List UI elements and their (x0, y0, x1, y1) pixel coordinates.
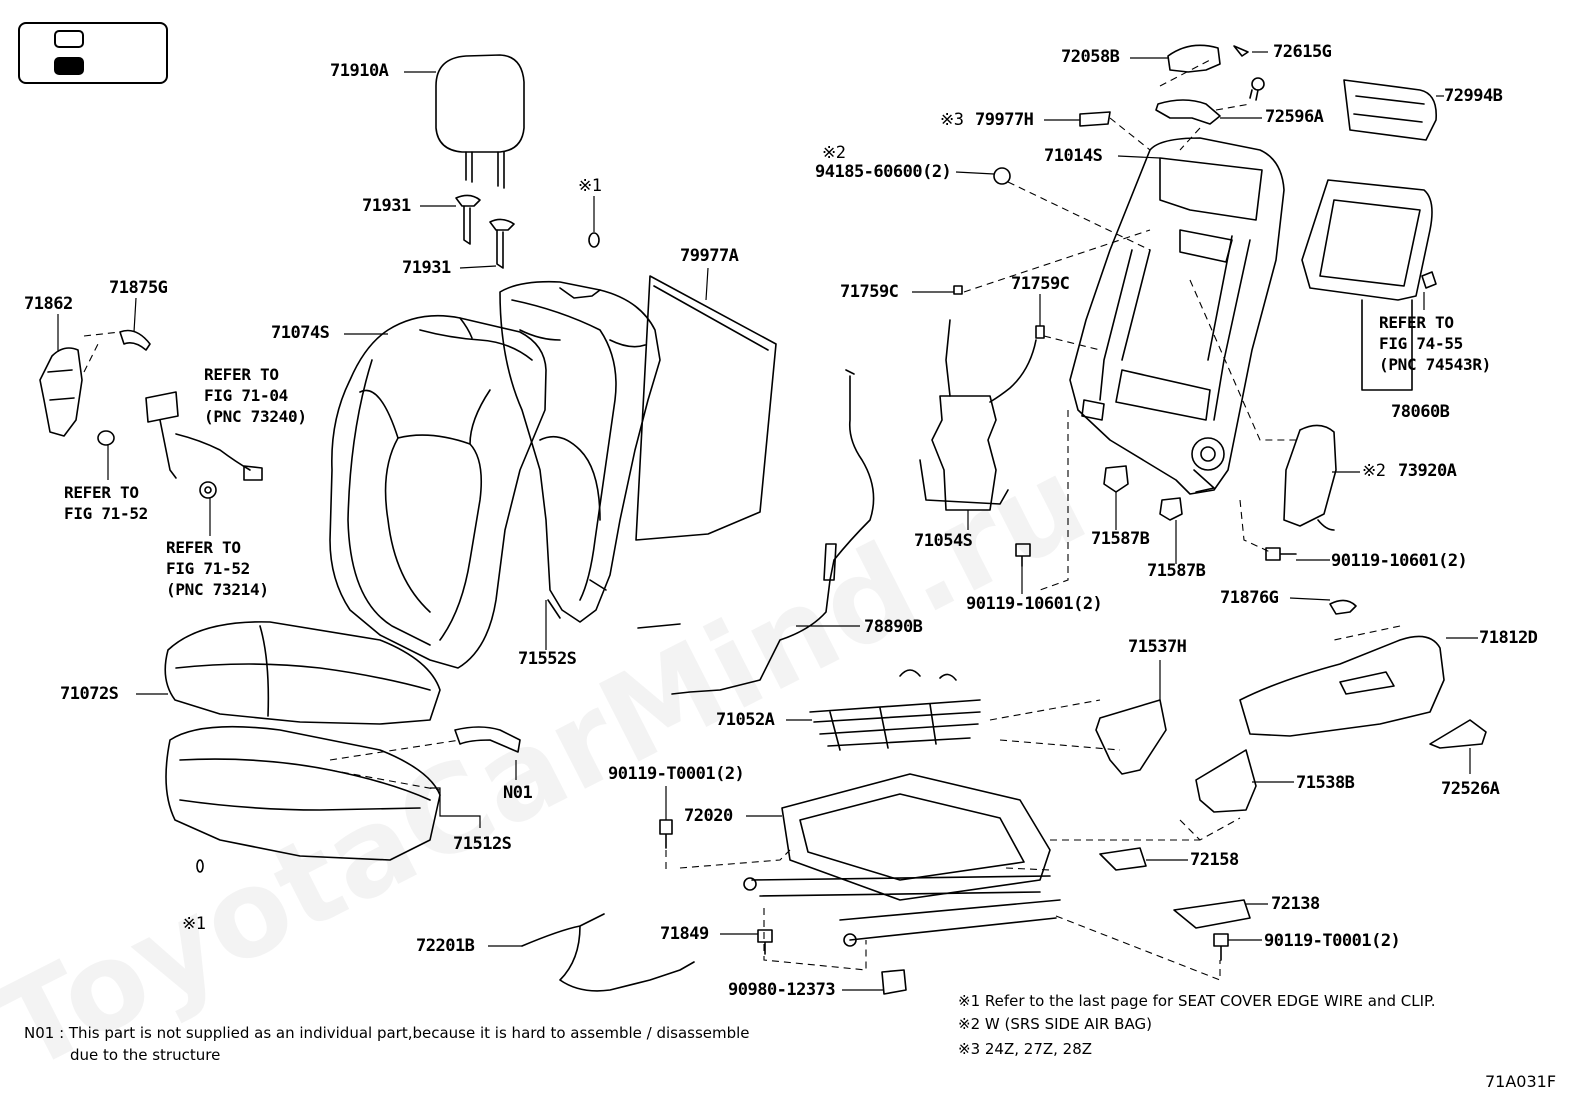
inner-cover-drawing (1095, 699, 1257, 929)
refer-fig-74-55[interactable]: REFER TO FIG 74-55 (PNC 74543R) (1379, 313, 1491, 374)
part-label-72138[interactable]: 72138 (1271, 894, 1320, 914)
seat-track-frame-drawing (743, 773, 1061, 947)
part-label-90119-10601-left[interactable]: 90119-10601(2) (966, 594, 1103, 614)
part-label-71910A[interactable]: 71910A (330, 61, 389, 81)
part-label-90119-10601-right[interactable]: 90119-10601(2) (1331, 551, 1468, 571)
legend-box (18, 22, 168, 84)
refer-fig-71-52-b[interactable]: REFER TO FIG 71-52 (PNC 73214) (166, 538, 269, 599)
part-label-72596A[interactable]: 72596A (1265, 107, 1324, 127)
part-label-71054S[interactable]: 71054S (914, 531, 973, 551)
alignment-dashes (83, 59, 1401, 981)
part-label-90119-T0001-right[interactable]: 90119-T0001(2) (1264, 931, 1401, 951)
lumbar-support-drawing (919, 285, 1045, 511)
part-label-71014S[interactable]: 71014S (1044, 146, 1103, 166)
footnote-line-2: due to the structure (70, 1046, 221, 1064)
part-label-94185-60600[interactable]: 94185-60600(2) (815, 162, 952, 182)
backboard-pad-drawing (635, 275, 777, 541)
note-2: ※2 W (SRS SIDE AIR BAG) (958, 1015, 1152, 1033)
part-label-71849[interactable]: 71849 (660, 924, 709, 944)
part-label-78060B[interactable]: 78060B (1391, 402, 1450, 422)
legend-swatch-black (54, 57, 84, 75)
mark-note1-top: ※1 (578, 176, 602, 196)
seat-springs-drawing (809, 669, 981, 751)
seatback-cover-drawing (329, 314, 547, 669)
release-cable-drawing (637, 369, 875, 695)
clip-drawing (1103, 465, 1183, 521)
part-label-79977A[interactable]: 79977A (680, 246, 739, 266)
part-label-71876G[interactable]: 71876G (1220, 588, 1279, 608)
part-label-71875G[interactable]: 71875G (109, 278, 168, 298)
note-1: ※1 Refer to the last page for SEAT COVER… (958, 992, 1436, 1010)
mark-note3: ※3 (940, 110, 964, 130)
note-3: ※3 24Z, 27Z, 28Z (958, 1040, 1093, 1058)
part-label-71587B-upper[interactable]: 71587B (1091, 529, 1150, 549)
part-label-N01[interactable]: N01 (503, 783, 533, 803)
part-label-71512S[interactable]: 71512S (453, 834, 512, 854)
part-label-71537H[interactable]: 71537H (1128, 637, 1187, 657)
part-label-71072S[interactable]: 71072S (60, 684, 119, 704)
seatback-frame-drawing (1069, 137, 1285, 495)
side-airbag-drawing (1283, 424, 1337, 531)
headrest-drawing (435, 54, 600, 269)
bolt-drawing (659, 543, 1297, 995)
side-cover-drawing (39, 329, 263, 499)
mark-note2-top: ※2 (822, 143, 846, 163)
legend-swatch-white (54, 30, 84, 48)
part-label-71931-lower[interactable]: 71931 (402, 258, 451, 278)
part-label-73920A[interactable]: 73920A (1398, 461, 1457, 481)
part-label-71052A[interactable]: 71052A (716, 710, 775, 730)
top-bracket-drawing (993, 44, 1265, 185)
part-label-71759C-left[interactable]: 71759C (840, 282, 899, 302)
part-label-71074S[interactable]: 71074S (271, 323, 330, 343)
mark-note1-bottom: ※1 (182, 914, 206, 934)
footnote-line-1: N01 : This part is not supplied as an in… (24, 1024, 750, 1042)
part-label-71587B-lower[interactable]: 71587B (1147, 561, 1206, 581)
part-label-71812D[interactable]: 71812D (1479, 628, 1538, 648)
part-label-71538B[interactable]: 71538B (1296, 773, 1355, 793)
part-label-71759C-right[interactable]: 71759C (1011, 274, 1070, 294)
part-label-72020[interactable]: 72020 (684, 806, 733, 826)
part-label-72994B[interactable]: 72994B (1444, 86, 1503, 106)
part-label-71552S[interactable]: 71552S (518, 649, 577, 669)
part-label-72615G[interactable]: 72615G (1273, 42, 1332, 62)
cushion-cover-drawing (164, 621, 441, 725)
part-label-90980-12373[interactable]: 90980-12373 (728, 980, 836, 1000)
refer-fig-71-04[interactable]: REFER TO FIG 71-04 (PNC 73240) (204, 365, 307, 426)
part-label-72158[interactable]: 72158 (1190, 850, 1239, 870)
diagram-code: 71A031F (1485, 1072, 1557, 1091)
part-label-90119-T0001-left[interactable]: 90119-T0001(2) (608, 764, 745, 784)
mark-note2-airbag: ※2 (1362, 461, 1386, 481)
wire-harness-drawing (521, 913, 695, 992)
leader-lines (57, 51, 1478, 991)
cushion-pad-drawing (165, 725, 521, 873)
side-shield-drawing (1239, 599, 1487, 749)
part-label-72201B[interactable]: 72201B (416, 936, 475, 956)
refer-fig-71-52-a[interactable]: REFER TO FIG 71-52 (64, 483, 148, 523)
seatback-pad-drawing (499, 280, 661, 623)
part-label-72058B[interactable]: 72058B (1061, 47, 1120, 67)
back-trim-drawing (1301, 179, 1437, 391)
part-label-79977H[interactable]: 79977H (975, 110, 1034, 130)
part-label-71931-upper[interactable]: 71931 (362, 196, 411, 216)
part-label-78890B[interactable]: 78890B (864, 617, 923, 637)
part-label-71862[interactable]: 71862 (24, 294, 73, 314)
back-board-drawing (1343, 79, 1437, 141)
part-label-72526A[interactable]: 72526A (1441, 779, 1500, 799)
